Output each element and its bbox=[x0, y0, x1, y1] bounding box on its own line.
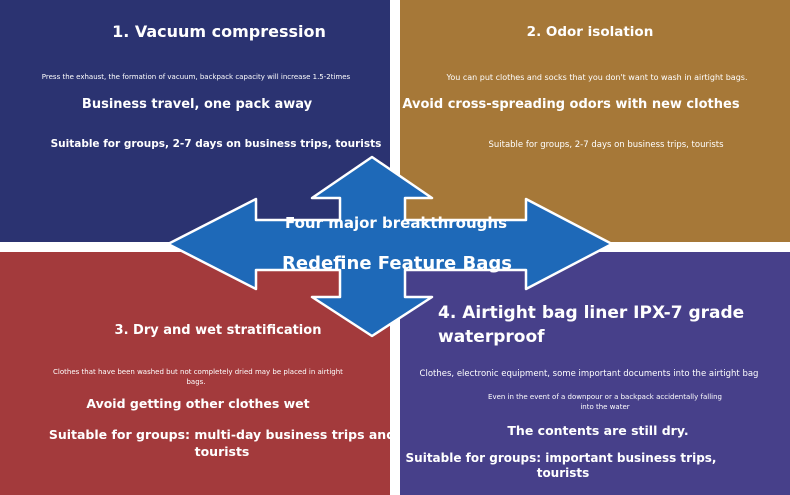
q2-headline: Avoid cross-spreading odors with new clo… bbox=[402, 97, 740, 112]
q1-suitable: Suitable for groups, 2-7 days on busines… bbox=[50, 138, 382, 150]
q4-note-line2: into the water bbox=[580, 403, 630, 411]
center-line-1: Four major breakthroughs bbox=[284, 214, 508, 232]
quadrant-airtight-waterproof bbox=[400, 252, 790, 495]
quadrant-dry-wet-stratification bbox=[0, 252, 390, 495]
q1-description: Press the exhaust, the formation of vacu… bbox=[41, 73, 351, 81]
q4-headline: The contents are still dry. bbox=[507, 423, 689, 438]
q4-suitable-line1: Suitable for groups: important business … bbox=[405, 451, 717, 465]
q4-title-line1: 4. Airtight bag liner IPX-7 grade bbox=[438, 303, 745, 323]
q2-title: 2. Odor isolation bbox=[526, 24, 654, 40]
q2-suitable: Suitable for groups, 2-7 days on busines… bbox=[488, 140, 724, 150]
q2-description: You can put clothes and socks that you d… bbox=[446, 73, 748, 82]
quadrant-odor-isolation bbox=[400, 0, 790, 242]
q4-description: Clothes, electronic equipment, some impo… bbox=[419, 369, 759, 379]
q4-title-line2: waterproof bbox=[438, 327, 545, 347]
q3-headline: Avoid getting other clothes wet bbox=[86, 396, 310, 411]
q1-title: 1. Vacuum compression bbox=[112, 22, 326, 41]
q1-headline: Business travel, one pack away bbox=[81, 97, 313, 112]
q4-suitable-line2: tourists bbox=[536, 466, 590, 480]
q3-title: 3. Dry and wet stratification bbox=[114, 323, 322, 338]
q3-description-line2: bags. bbox=[186, 378, 206, 386]
q4-note-line1: Even in the event of a downpour or a bac… bbox=[488, 393, 722, 401]
quadrant-vacuum-compression bbox=[0, 0, 390, 242]
center-line-2: Redefine Feature Bags bbox=[282, 253, 512, 274]
q3-suitable-line2: tourists bbox=[194, 444, 250, 459]
cross-arrow-shape bbox=[166, 155, 614, 338]
q3-description-line1: Clothes that have been washed but not co… bbox=[53, 368, 343, 376]
q3-suitable-line1: Suitable for groups: multi-day business … bbox=[48, 427, 396, 442]
